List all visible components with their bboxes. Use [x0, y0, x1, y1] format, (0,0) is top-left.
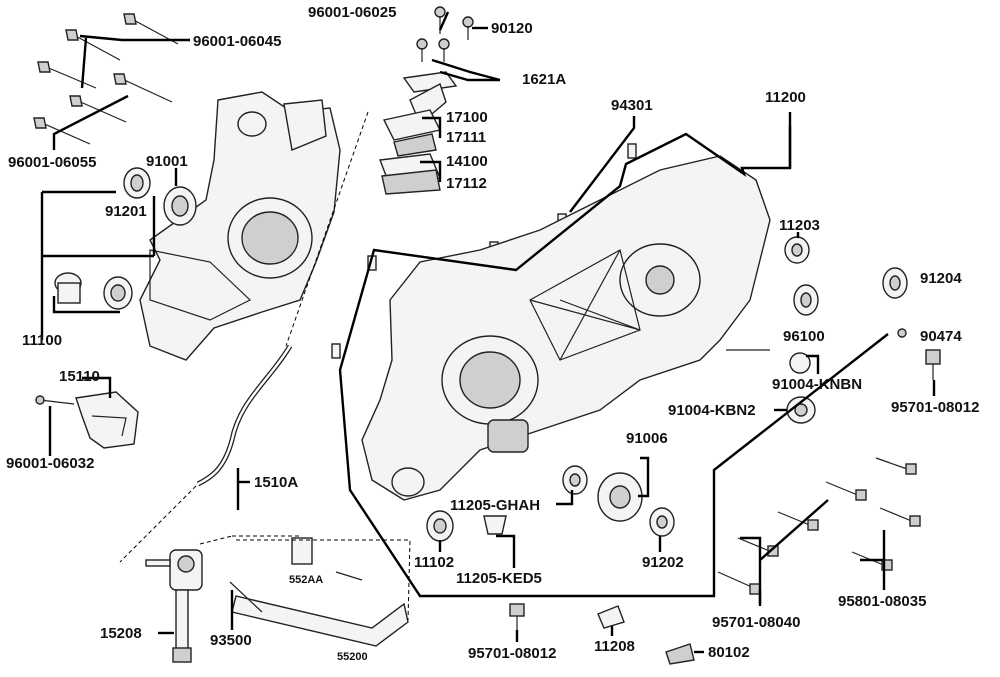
right-bearings	[426, 236, 941, 542]
label-1510A: 1510A	[254, 474, 298, 491]
label-11100: 11100	[22, 332, 62, 349]
label-55200: 55200	[337, 651, 368, 663]
label-96001-06032: 96001-06032	[6, 455, 94, 472]
label-15110: 15110	[59, 368, 100, 385]
part-labels: 96001-06025 90120 96001-06045 1621A 9430…	[6, 4, 979, 663]
label-91006: 91006	[626, 430, 668, 447]
left-crankcase-11100	[139, 91, 341, 361]
label-11208: 11208	[594, 638, 635, 655]
label-93500: 93500	[210, 632, 252, 649]
label-17100: 17100	[446, 109, 488, 126]
label-17111: 17111	[446, 129, 486, 146]
label-90474: 90474	[920, 328, 962, 345]
label-96001-06025: 96001-06025	[308, 4, 396, 21]
label-80102: 80102	[708, 644, 750, 661]
right-crankcase-11200	[361, 155, 771, 501]
label-11203: 11203	[779, 217, 820, 234]
label-91202: 91202	[642, 554, 684, 571]
leader-lines	[40, 11, 936, 654]
label-91204: 91204	[920, 270, 962, 287]
label-11200: 11200	[765, 89, 806, 106]
label-96100: 96100	[783, 328, 825, 345]
label-91004-KBN2: 91004-KBN2	[668, 402, 756, 419]
left-bearings	[54, 167, 197, 310]
label-95801-08035: 95801-08035	[838, 593, 926, 610]
label-95701-08012-bottom: 95701-08012	[468, 645, 556, 662]
label-17112: 17112	[446, 175, 487, 192]
bolt-group-left	[33, 13, 179, 145]
label-95701-08040: 95701-08040	[712, 614, 800, 631]
small-parts-bottom	[509, 603, 695, 665]
oil-pump-15208	[145, 549, 203, 663]
label-552AA: 552AA	[289, 574, 323, 586]
label-11102: 11102	[414, 554, 454, 571]
dashed-guides	[119, 111, 411, 621]
label-1621A: 1621A	[522, 71, 566, 88]
oil-strainer-55200	[231, 537, 409, 647]
label-96001-06055: 96001-06055	[8, 154, 96, 171]
bolt-93500-part	[229, 581, 263, 613]
bolt-group-right	[717, 457, 921, 595]
label-91201: 91201	[105, 203, 147, 220]
label-11205-GHAH: 11205-GHAH	[450, 497, 540, 514]
label-14100: 14100	[446, 153, 488, 170]
label-96001-06045: 96001-06045	[193, 33, 281, 50]
bracket-15110	[35, 391, 139, 449]
label-11205-KED5: 11205-KED5	[456, 570, 542, 587]
label-91001: 91001	[146, 153, 188, 170]
label-15208: 15208	[100, 625, 142, 642]
label-91004-KNBN: 91004-KNBN	[772, 376, 862, 393]
label-90120: 90120	[491, 20, 533, 37]
label-94301: 94301	[611, 97, 653, 114]
label-95701-08012-right: 95701-08012	[891, 399, 979, 416]
